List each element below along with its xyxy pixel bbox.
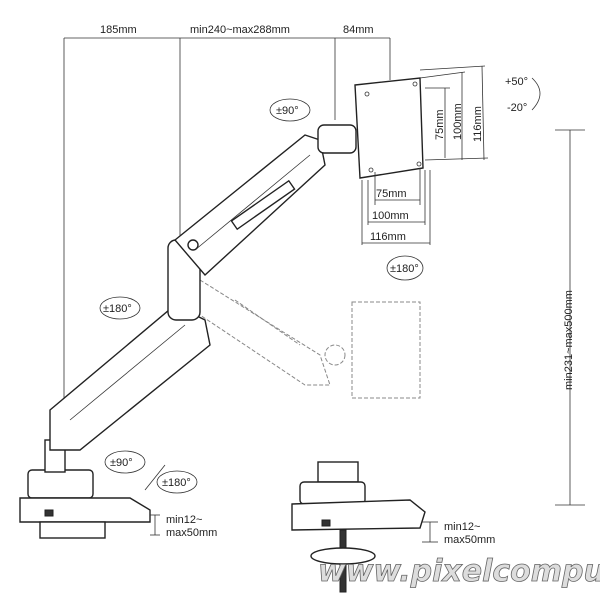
- vesa-horizontal-116mm: 116mm: [370, 231, 406, 243]
- lower-arm: [49, 304, 211, 451]
- vesa-vertical-116mm: 116mm: [472, 106, 484, 142]
- dimension-84mm: 84mm: [343, 24, 374, 36]
- svg-text:±180°: ±180°: [103, 303, 132, 315]
- dimension-arm-length: min240~max288mm: [190, 24, 290, 36]
- dimension-185mm: 185mm: [100, 24, 137, 36]
- svg-text:±90°: ±90°: [276, 105, 299, 117]
- dimension-height-range: min231~max500mm: [563, 290, 575, 390]
- vesa-plate: [354, 77, 424, 179]
- vesa-horizontal-100mm: 100mm: [372, 210, 409, 222]
- top-dimension-lines: [63, 37, 391, 410]
- svg-text:max50mm: max50mm: [444, 534, 495, 546]
- rotation-elbow: ±180°: [99, 296, 141, 320]
- rotation-head-swivel: ±90°: [269, 98, 311, 122]
- vesa-vertical-75mm: 75mm: [434, 109, 446, 140]
- rotation-base: ±180°: [156, 470, 198, 494]
- rotation-tilt: +50° -20°: [505, 76, 541, 114]
- clamp-thickness-right: min12~ max50mm: [422, 521, 495, 546]
- head-joint: [317, 124, 357, 154]
- vesa-horizontal-75mm: 75mm: [376, 188, 407, 200]
- vesa-vertical-100mm: 100mm: [452, 103, 464, 140]
- height-dimension-line: [555, 129, 585, 506]
- vesa-dimension-lines: [361, 65, 489, 245]
- svg-text:±180°: ±180°: [162, 477, 191, 489]
- svg-text:-20°: -20°: [507, 102, 527, 114]
- watermark: www.pixelcomputer.hu: [318, 554, 600, 589]
- svg-text:±180°: ±180°: [390, 263, 419, 275]
- svg-text:max50mm: max50mm: [166, 527, 217, 539]
- rotation-plate: ±180°: [386, 255, 424, 281]
- svg-text:min12~: min12~: [444, 521, 480, 533]
- lowered-arm-ghost: [199, 279, 421, 399]
- svg-text:±90°: ±90°: [110, 457, 133, 469]
- left-clamp-base: [19, 439, 151, 539]
- svg-text:+50°: +50°: [505, 76, 528, 88]
- rotation-base-swivel: ±90°: [104, 450, 146, 474]
- right-clamp-base: [291, 461, 426, 593]
- svg-text:min12~: min12~: [166, 514, 202, 526]
- clamp-thickness-left: min12~ max50mm: [150, 514, 217, 539]
